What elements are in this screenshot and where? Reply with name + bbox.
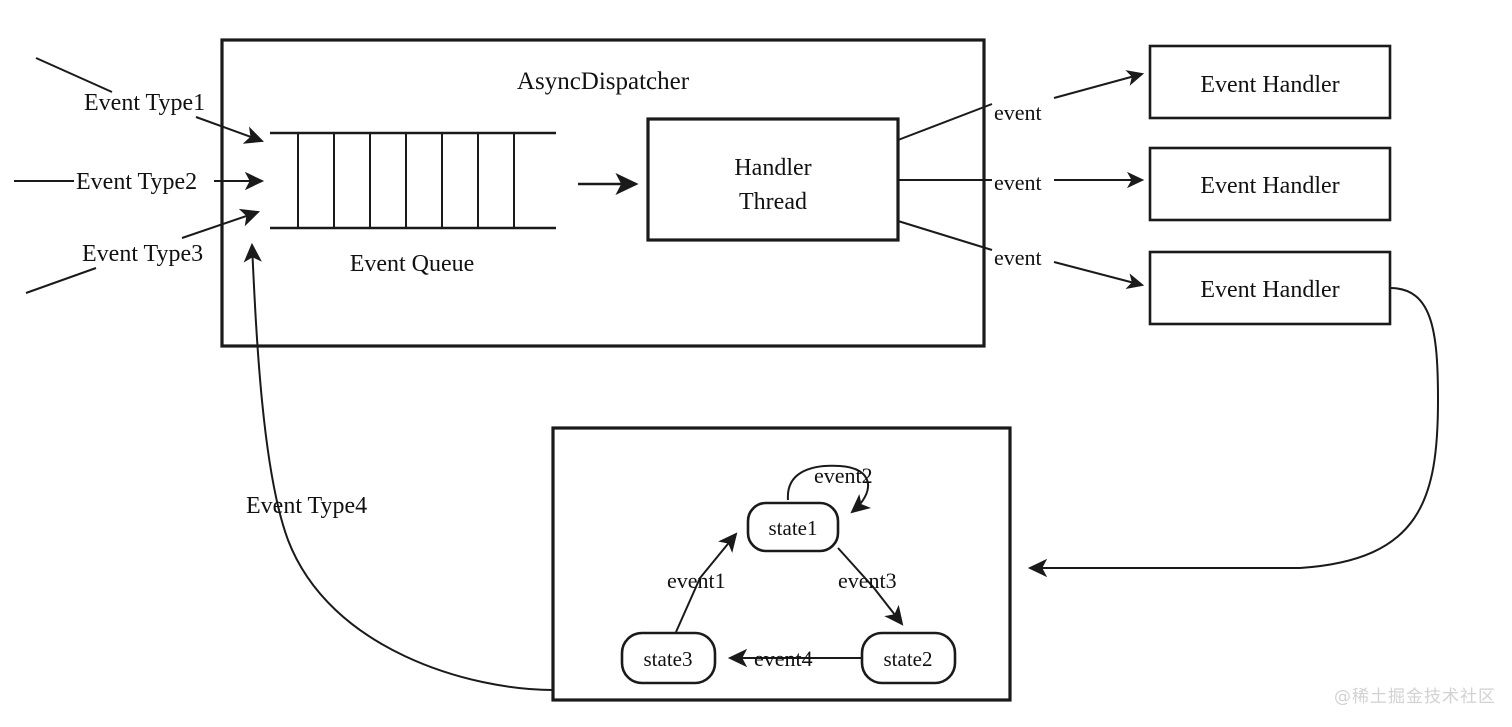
event-type3-arrow	[181, 208, 261, 239]
event3-to-handler3-arrow	[1053, 261, 1145, 290]
event-handler-box-1	[1148, 44, 1392, 120]
handler-thread-label-line1: Handler	[734, 155, 811, 181]
event-type4-label: Event Type4	[246, 493, 367, 519]
transition-event1-path	[675, 532, 738, 633]
state-node-state2	[860, 631, 957, 685]
state-node-state3	[620, 631, 717, 685]
event-handler-box-2	[1148, 146, 1392, 222]
event-handler-label-1: Event Handler	[1200, 72, 1339, 98]
event-type2-label: Event Type2	[76, 169, 197, 195]
transition-event3-path	[837, 547, 904, 626]
event-edge-label-2: event	[994, 170, 1042, 195]
handler-thread-box	[646, 117, 900, 242]
state-label-state1: state1	[769, 516, 818, 540]
transition-event2-path	[786, 464, 872, 514]
event-edge-label-3: event	[994, 245, 1042, 270]
handler-to-event3-line	[897, 220, 993, 251]
state-label-state2: state2	[884, 647, 933, 671]
event-queue	[270, 131, 556, 230]
event-handler-label-3: Event Handler	[1200, 277, 1339, 303]
event-queue-label: Event Queue	[350, 251, 475, 277]
transition-label-event4: event4	[754, 646, 813, 671]
event-type3-leader	[25, 267, 97, 294]
event-type1-arrow	[195, 116, 265, 144]
handler-to-event1-line	[897, 103, 993, 141]
event-type4-curve	[243, 242, 554, 691]
transition-label-event1: event1	[667, 568, 726, 593]
watermark: @稀土掘金技术社区	[1334, 687, 1496, 707]
event-handler-label-2: Event Handler	[1200, 173, 1339, 199]
asyncdispatcher-label: AsyncDispatcher	[517, 68, 690, 95]
event-type1-label: Event Type1	[84, 90, 205, 116]
event-type1-leader	[35, 57, 113, 93]
event-edge-label-1: event	[994, 100, 1042, 125]
transition-label-event3: event3	[838, 568, 897, 593]
transition-label-event2: event2	[814, 463, 873, 488]
handler-thread-label-line2: Thread	[739, 189, 807, 215]
state-label-state3: state3	[644, 647, 693, 671]
handler-to-statemachine-return-path	[1027, 287, 1440, 578]
event1-to-handler1-arrow	[1053, 70, 1145, 99]
event-type3-label: Event Type3	[82, 241, 203, 267]
state-node-state1	[746, 501, 840, 553]
